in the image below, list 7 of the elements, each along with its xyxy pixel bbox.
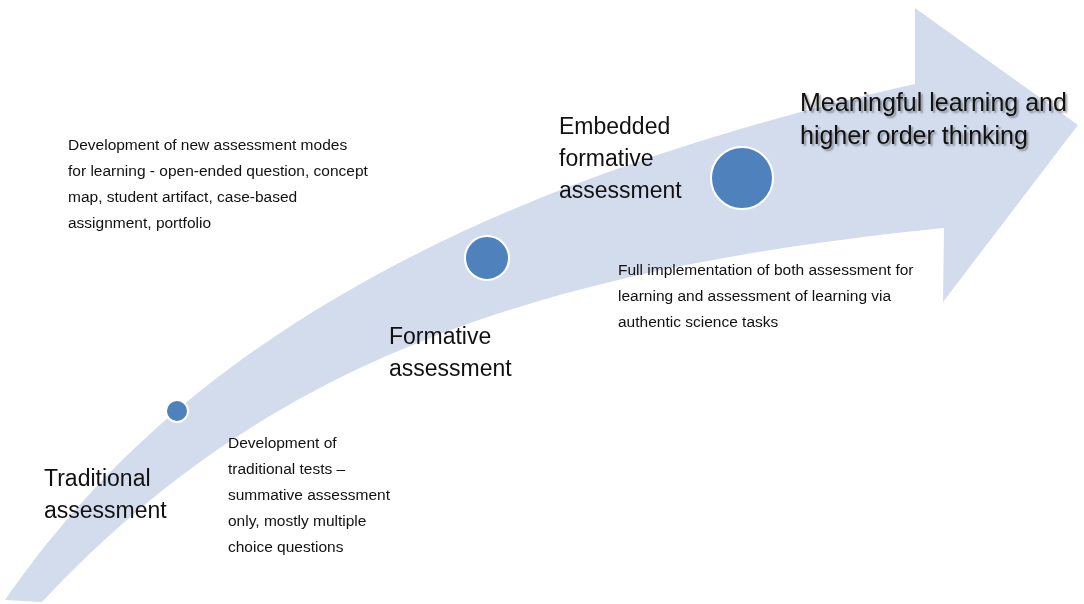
stage-description: Full implementation of both assessment for learning and assessment of learning via authentic science tasks (618, 260, 915, 332)
stage-description: Development of traditional tests – summative assessment only, mostly multiple choice questions (228, 433, 391, 557)
stage-description: Development of new assessment modes for learning - open-ended question, concept map, student artifact, case-based assignment, portfolio (68, 135, 368, 233)
stage-label: Traditional assessment (44, 464, 168, 525)
stage-label: Formative assessment (389, 322, 513, 383)
goal-heading: Meaningful learning and higher order thinking (800, 87, 1068, 151)
stage-label: Embedded formative assessment (559, 112, 683, 205)
